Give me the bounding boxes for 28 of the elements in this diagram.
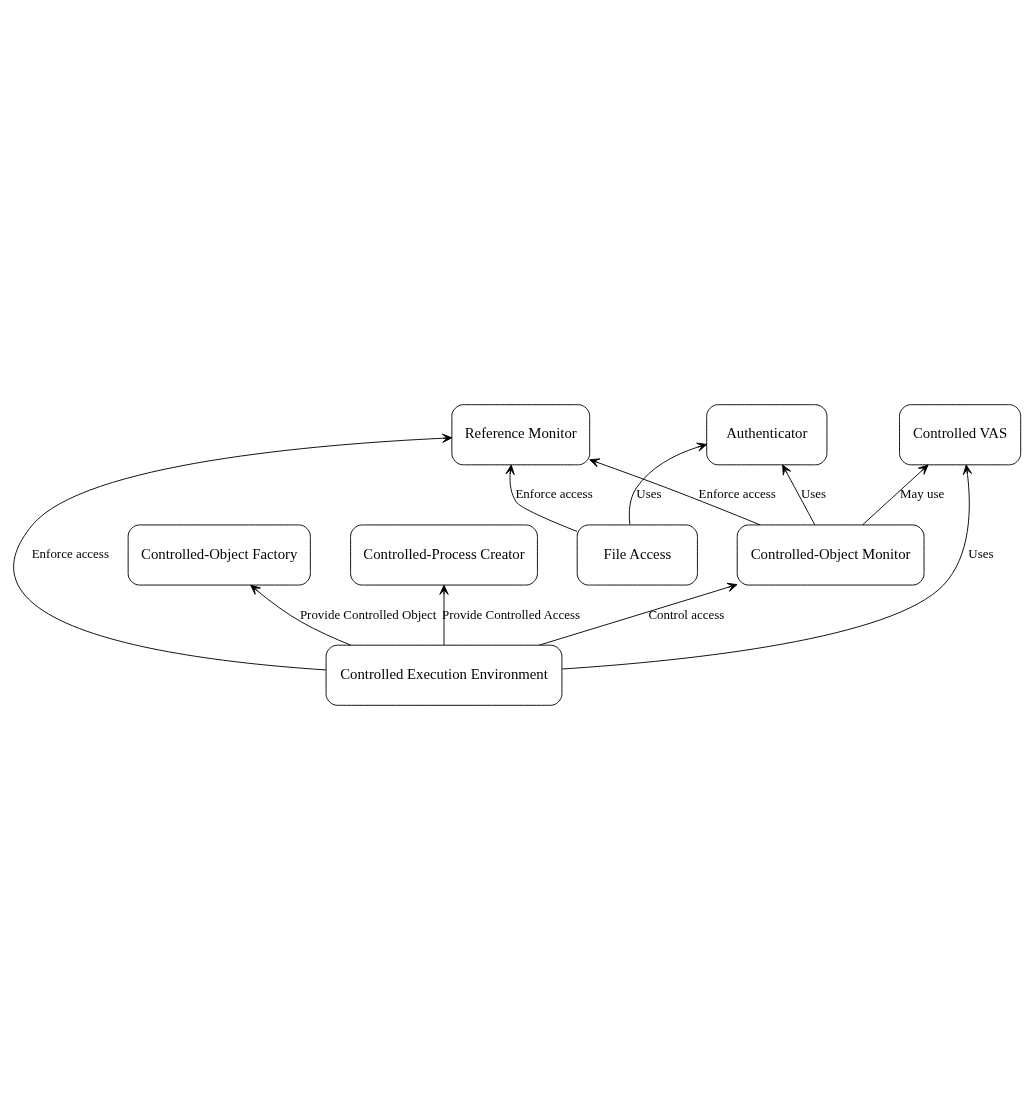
node-box: Controlled-Object Monitor bbox=[736, 524, 925, 585]
edge-label: Enforce access bbox=[31, 545, 109, 561]
edge-label: Uses bbox=[968, 545, 994, 561]
arrow bbox=[13, 433, 453, 670]
edge-label: Uses bbox=[800, 485, 827, 501]
arrow bbox=[589, 457, 761, 525]
arrow bbox=[505, 464, 578, 532]
edge-label: Enforce access bbox=[515, 485, 593, 501]
arrow bbox=[561, 463, 973, 669]
arrow bbox=[628, 442, 708, 525]
node-box: Controlled-Object Factory bbox=[127, 524, 311, 585]
arrow bbox=[538, 582, 738, 646]
edge-label: Uses bbox=[636, 485, 662, 501]
edge-label: Provide Controlled Access bbox=[442, 606, 581, 622]
edge-label: Provide Controlled Object bbox=[299, 606, 437, 622]
arrow bbox=[250, 584, 352, 646]
edge-label: Enforce access bbox=[698, 485, 776, 501]
node-box: Controlled VAS bbox=[899, 403, 1022, 465]
node-box: Reference Monitor bbox=[451, 403, 591, 465]
node-box: Controlled Execution Environment bbox=[325, 644, 563, 706]
arrow bbox=[782, 464, 816, 525]
node-box: Controlled-Process Creator bbox=[350, 524, 538, 585]
edge-label: Control access bbox=[648, 606, 725, 622]
arrow bbox=[439, 584, 449, 645]
edge-label: May use bbox=[900, 485, 945, 501]
node-box: File Access bbox=[576, 524, 698, 585]
arrow bbox=[862, 464, 929, 525]
node-box: Authenticator bbox=[706, 403, 828, 465]
